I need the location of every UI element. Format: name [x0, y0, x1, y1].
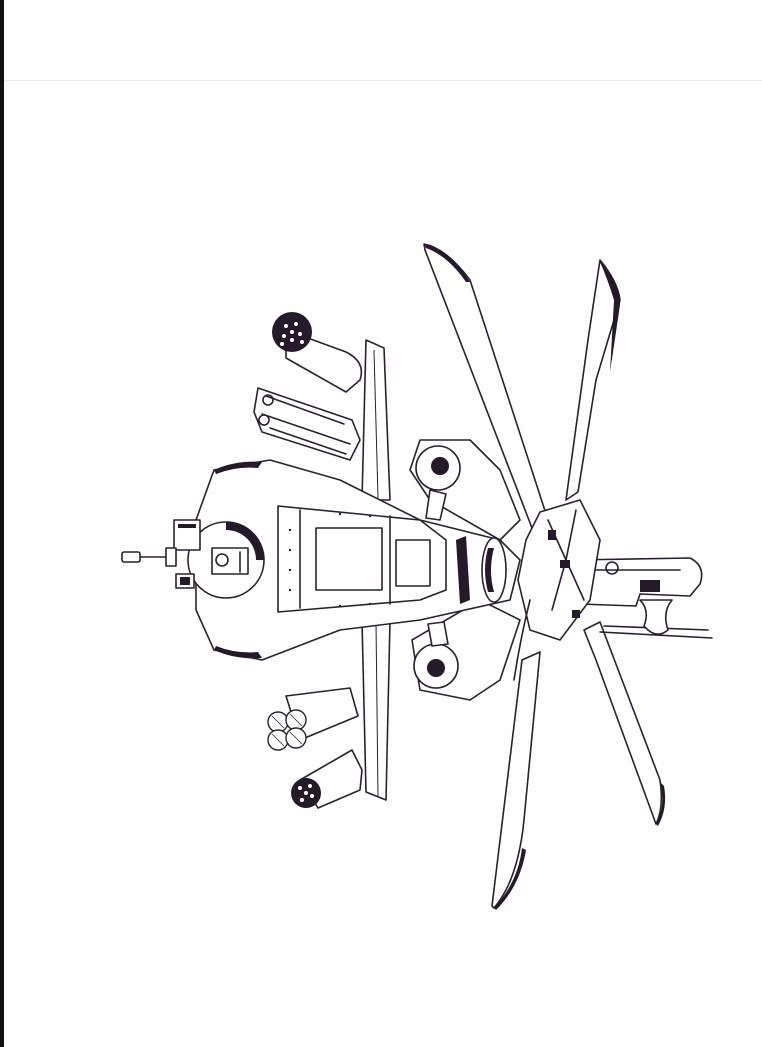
nose-gun: [121, 547, 177, 567]
tail-boom: [571, 557, 713, 639]
rocket-pod-upper: [272, 312, 363, 393]
scan-left-edge: [0, 0, 4, 1047]
hellfire-rack-upper: [253, 387, 361, 461]
hellfire-rack-lower: [267, 687, 359, 751]
engine-intakes: [409, 439, 521, 701]
sensor-turret: [173, 519, 265, 599]
rocket-pod-lower: [291, 749, 363, 809]
rotor-hub: [513, 499, 601, 681]
scan-fold-line: [4, 80, 762, 81]
fuselage: [195, 459, 521, 661]
rotor-blades: [423, 243, 666, 910]
